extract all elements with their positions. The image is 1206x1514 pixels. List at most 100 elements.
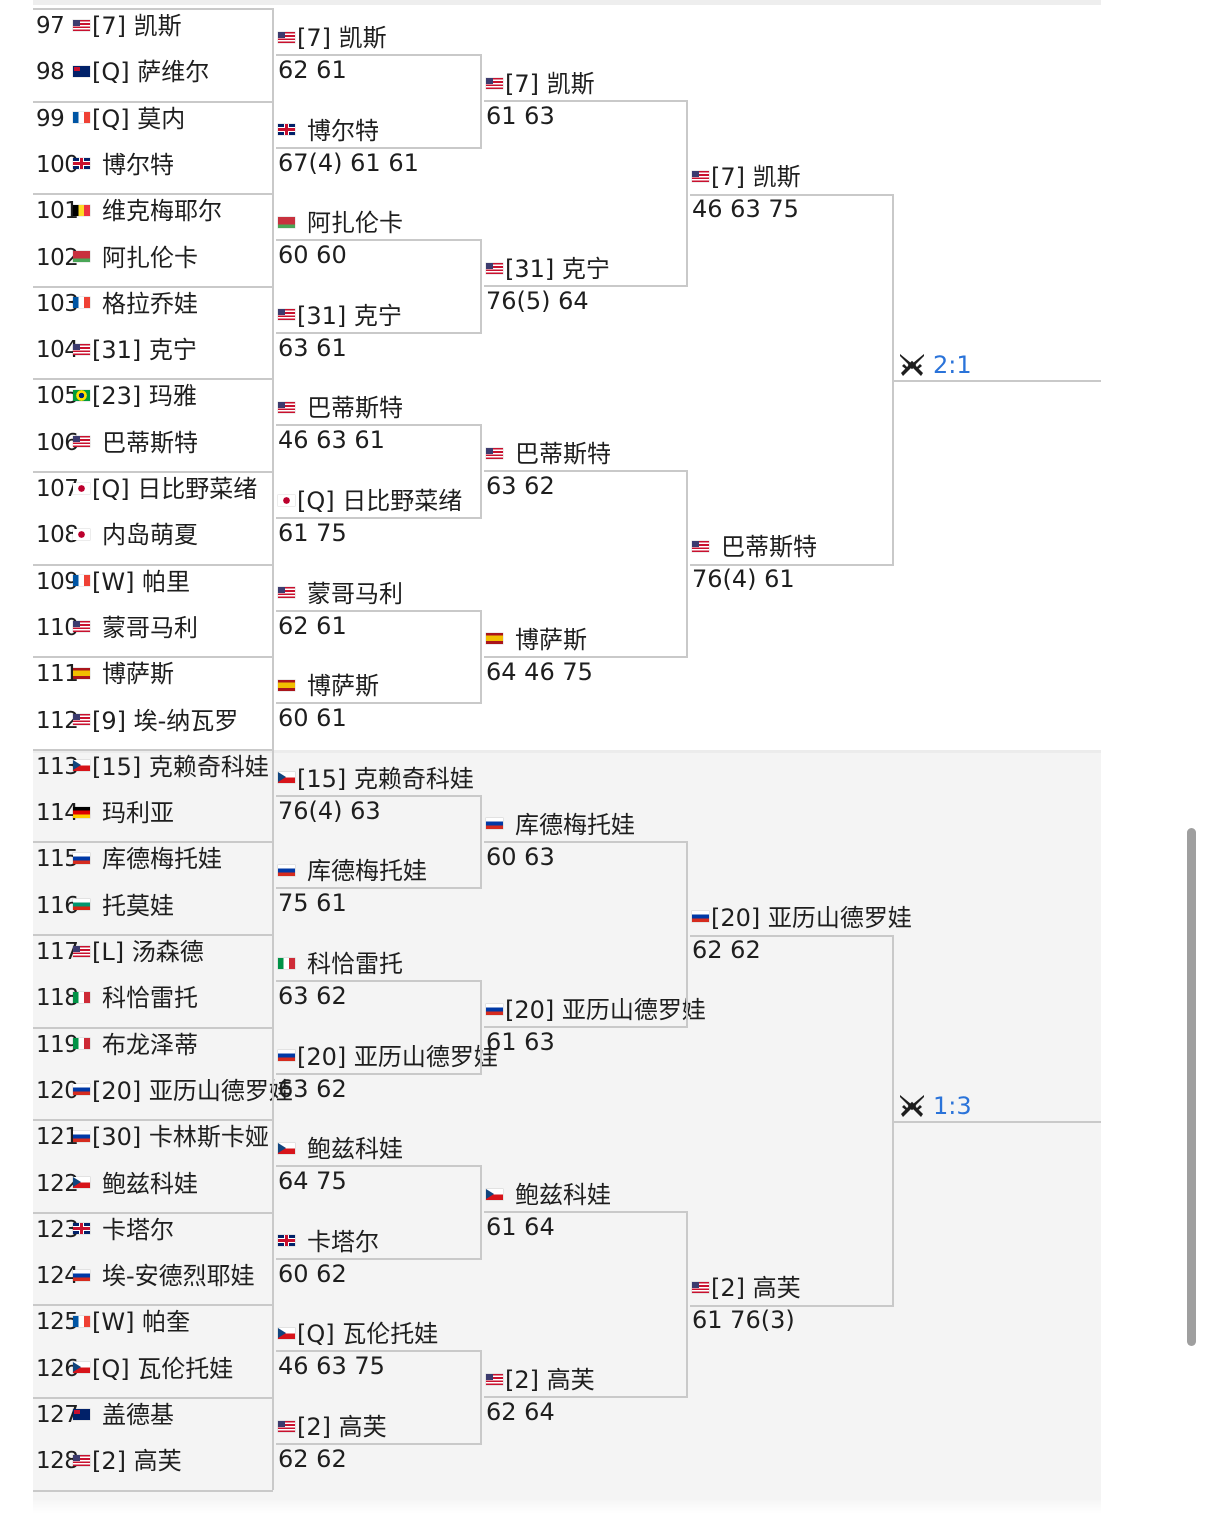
round1-player[interactable]: 托莫娃	[73, 892, 174, 920]
round4-score: 62 62	[692, 935, 761, 964]
scrollbar[interactable]	[1187, 828, 1196, 1346]
round2-score: 46 63 61	[278, 426, 385, 455]
round3-player[interactable]: [31] 克宁	[486, 255, 610, 283]
round3-player[interactable]: [20] 亚历山德罗娃	[486, 996, 706, 1024]
player-name: 阿扎伦卡	[102, 243, 198, 272]
round1-player[interactable]: [9] 埃-纳瓦罗	[73, 707, 238, 735]
round3-score: 63 62	[486, 472, 555, 501]
round3-player[interactable]: 鲍兹科娃	[486, 1181, 611, 1209]
player-name: 鲍兹科娃	[307, 1135, 403, 1164]
round1-player[interactable]: 盖德基	[73, 1401, 174, 1429]
versus-swords-icon[interactable]	[898, 352, 926, 378]
round1-player[interactable]: [2] 高芙	[73, 1447, 182, 1475]
round1-player[interactable]: [Q] 日比野菜绪	[73, 475, 257, 503]
round1-player[interactable]: [Q] 瓦伦托娃	[73, 1355, 233, 1383]
round1-player[interactable]: 埃-安德烈耶娃	[73, 1262, 255, 1290]
round2-player[interactable]: 阿扎伦卡	[278, 209, 403, 237]
player-name: [7] 凯斯	[711, 163, 801, 191]
round1-player[interactable]: 玛利亚	[73, 799, 174, 827]
round4-player[interactable]: [7] 凯斯	[692, 163, 801, 191]
draw-position-number: 120	[36, 1077, 79, 1104]
round2-player[interactable]: 卡塔尔	[278, 1228, 379, 1256]
round1-player[interactable]: 蒙哥马利	[73, 614, 198, 642]
round1-player[interactable]: 库德梅托娃	[73, 845, 222, 873]
round4-player[interactable]: [2] 高芙	[692, 1274, 801, 1302]
round1-player[interactable]: 巴蒂斯特	[73, 429, 198, 457]
round2-player[interactable]: 博萨斯	[278, 672, 379, 700]
player-name: [7] 凯斯	[297, 24, 387, 52]
round1-player[interactable]: [23] 玛雅	[73, 382, 197, 410]
rus-flag-icon	[278, 1050, 295, 1062]
round2-player[interactable]: [15] 克赖奇科娃	[278, 765, 474, 793]
round2-player[interactable]: [2] 高芙	[278, 1413, 387, 1441]
round1-player[interactable]: 格拉乔娃	[73, 290, 198, 318]
round2-player[interactable]: [20] 亚历山德罗娃	[278, 1043, 498, 1071]
round2-connector-top	[276, 1165, 481, 1168]
round2-player[interactable]: 博尔特	[278, 117, 379, 145]
round2-connector-right	[480, 239, 482, 334]
round2-player[interactable]: 蒙哥马利	[278, 580, 403, 608]
player-name: 格拉乔娃	[102, 289, 198, 318]
round3-score: 61 64	[486, 1213, 555, 1242]
round3-player[interactable]: [2] 高芙	[486, 1366, 595, 1394]
round4-player[interactable]: [20] 亚历山德罗娃	[692, 904, 912, 932]
round2-score: 63 61	[278, 333, 347, 362]
round1-player[interactable]: 博萨斯	[73, 660, 174, 688]
round2-player[interactable]: 鲍兹科娃	[278, 1135, 403, 1163]
round2-connector-bottom	[276, 702, 481, 705]
round2-player[interactable]: 库德梅托娃	[278, 857, 427, 885]
gbr-flag-icon	[73, 158, 90, 170]
round1-player[interactable]: 卡塔尔	[73, 1216, 174, 1244]
usa-flag-icon	[486, 77, 503, 89]
round1-player[interactable]: 科恰雷托	[73, 984, 198, 1012]
round1-player[interactable]: [L] 汤森德	[73, 938, 204, 966]
round2-player[interactable]: [Q] 瓦伦托娃	[278, 1320, 438, 1348]
round1-player[interactable]: [7] 凯斯	[73, 12, 182, 40]
prediction-score-link[interactable]: 2:1	[933, 351, 972, 380]
round1-top-border	[33, 193, 273, 196]
gbr-flag-icon	[278, 124, 295, 136]
top-band	[33, 0, 1101, 5]
round1-player[interactable]: [31] 克宁	[73, 336, 197, 364]
round1-player[interactable]: 阿扎伦卡	[73, 244, 198, 272]
player-name: [31] 克宁	[92, 336, 197, 365]
prediction-score-link[interactable]: 1:3	[933, 1092, 972, 1120]
round3-player[interactable]: 库德梅托娃	[486, 811, 635, 839]
versus-swords-icon[interactable]	[898, 1093, 926, 1119]
round3-player[interactable]: [7] 凯斯	[486, 70, 595, 98]
round3-connector-top	[484, 1211, 686, 1214]
player-name: 博萨斯	[515, 625, 587, 654]
round4-player[interactable]: 巴蒂斯特	[692, 533, 817, 561]
round1-player[interactable]: [W] 帕奎	[73, 1308, 190, 1336]
round2-player[interactable]: [Q] 日比野菜绪	[278, 487, 462, 515]
round1-player[interactable]: 博尔特	[73, 151, 174, 179]
round1-player[interactable]: [15] 克赖奇科娃	[73, 753, 269, 781]
section-divider	[33, 750, 1101, 753]
round2-player[interactable]: [7] 凯斯	[278, 24, 387, 52]
round1-player[interactable]: 维克梅耶尔	[73, 197, 222, 225]
round1-right-border	[272, 285, 274, 379]
round1-player[interactable]: [30] 卡林斯卡娅	[73, 1123, 269, 1151]
round1-player[interactable]: 鲍兹科娃	[73, 1170, 198, 1198]
round1-player[interactable]: [20] 亚历山德罗娃	[73, 1077, 293, 1105]
usa-flag-icon	[692, 1281, 709, 1293]
bracket-section-top	[33, 5, 1101, 750]
round1-player[interactable]: [Q] 萨维尔	[73, 58, 209, 86]
usa-flag-icon	[73, 343, 90, 355]
round3-player[interactable]: 博萨斯	[486, 626, 587, 654]
esp-flag-icon	[278, 679, 295, 691]
round1-player[interactable]: 布龙泽蒂	[73, 1031, 198, 1059]
round1-player[interactable]: [W] 帕里	[73, 568, 190, 596]
round2-player[interactable]: [31] 克宁	[278, 302, 402, 330]
round2-player[interactable]: 巴蒂斯特	[278, 394, 403, 422]
round1-player[interactable]: 内岛萌夏	[73, 521, 198, 549]
round3-score: 64 46 75	[486, 657, 593, 686]
round1-player[interactable]: [Q] 莫内	[73, 105, 185, 133]
round1-right-border	[272, 471, 274, 564]
player-name: [20] 亚历山德罗娃	[92, 1076, 293, 1105]
usa-flag-icon	[278, 587, 295, 599]
round3-player[interactable]: 巴蒂斯特	[486, 440, 611, 468]
round2-player[interactable]: 科恰雷托	[278, 950, 403, 978]
round1-top-border	[33, 100, 273, 103]
player-name: 博萨斯	[102, 660, 174, 689]
